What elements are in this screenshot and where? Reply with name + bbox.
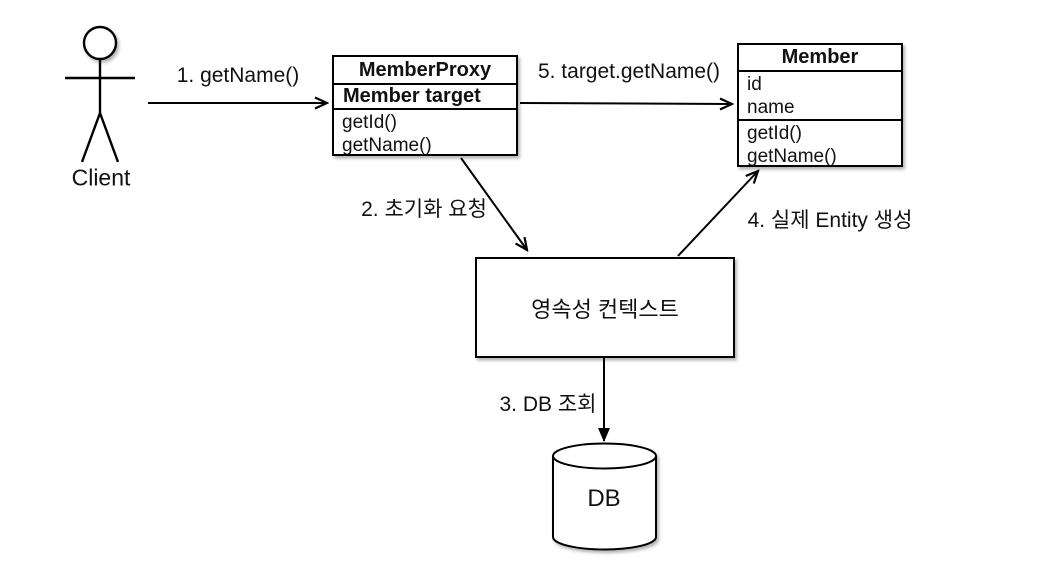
member-proxy-class-box: MemberProxy Member target getId() getNam… <box>332 55 518 156</box>
member-class-box: Member id name getId() getName() <box>737 43 903 167</box>
db-label: DB <box>587 485 621 512</box>
member-proxy-methods: getId() getName() <box>334 110 516 154</box>
member-proxy-method-getid: getId() <box>342 112 397 133</box>
client-actor-icon <box>65 25 135 163</box>
edge-label-4: 4. 실제 Entity 생성 <box>747 209 913 232</box>
member-proxy-attribute: Member target <box>334 85 516 110</box>
member-method-getname: getName() <box>747 146 837 165</box>
database-cylinder-icon <box>552 442 657 551</box>
edge-label-2: 2. 초기화 요청 <box>361 198 487 221</box>
member-fields: id name <box>739 72 901 121</box>
member-method-getid: getId() <box>747 123 802 144</box>
arrow-4-create-entity <box>677 171 758 257</box>
client-label: Client <box>71 164 131 191</box>
edge-label-1: 1. getName() <box>176 64 300 87</box>
edge-label-3: 3. DB 조회 <box>499 393 597 416</box>
persistence-context-box: 영속성 컨텍스트 <box>475 257 735 358</box>
persistence-context-label: 영속성 컨텍스트 <box>531 296 679 322</box>
arrow-5-target-getname <box>519 103 732 104</box>
member-proxy-title: MemberProxy <box>334 57 516 85</box>
member-proxy-method-getname: getName() <box>342 135 432 154</box>
edge-label-5: 5. target.getName() <box>537 60 721 83</box>
arrow-2-init-request <box>460 157 527 250</box>
member-field-name: name <box>747 97 795 118</box>
member-field-id: id <box>747 74 762 95</box>
member-title: Member <box>739 45 901 72</box>
member-methods: getId() getName() <box>739 121 901 165</box>
